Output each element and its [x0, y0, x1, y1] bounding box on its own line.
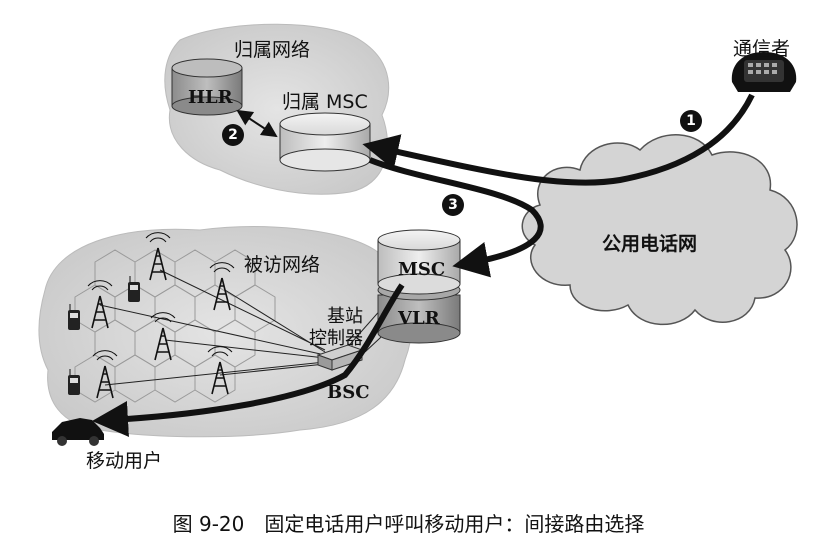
mobile-user-label: 移动用户 [86, 450, 163, 472]
step-1-badge: 1 [680, 110, 702, 132]
bsc-chinese-label-line1: 基站 [327, 306, 363, 327]
call-path-step-1 [362, 93, 755, 186]
home-msc-label: 归属 MSC [282, 91, 368, 113]
hlr-label: HLR [188, 87, 233, 108]
visited-network-label: 被访网络 [244, 254, 321, 276]
step-3-badge: 3 [442, 194, 464, 216]
mobile-phones [68, 276, 140, 395]
car-icon [52, 418, 104, 446]
home-network-label: 归属网络 [234, 39, 311, 61]
pstn-label: 公用电话网 [602, 233, 698, 255]
bsc-label: BSC [327, 382, 370, 403]
figure-caption: 图 9-20 固定电话用户呼叫移动用户：间接路由选择 [172, 512, 645, 536]
call-path-step-3 [368, 157, 544, 278]
call-path-to-mobile [92, 283, 405, 437]
bsc-chinese-label-line2: 控制器 [309, 328, 363, 349]
caller-label: 通信者 [733, 38, 791, 60]
telephone-icon [731, 52, 797, 92]
tower-links [99, 269, 411, 386]
hlr-msc-query-arrow [236, 109, 278, 138]
cell-towers [87, 232, 235, 399]
msc-label: MSC [398, 259, 446, 280]
vlr-label: VLR [398, 308, 440, 329]
home-msc-database-icon [279, 112, 371, 172]
hlr-database-icon [171, 58, 243, 116]
step-2-badge: 2 [222, 124, 244, 146]
